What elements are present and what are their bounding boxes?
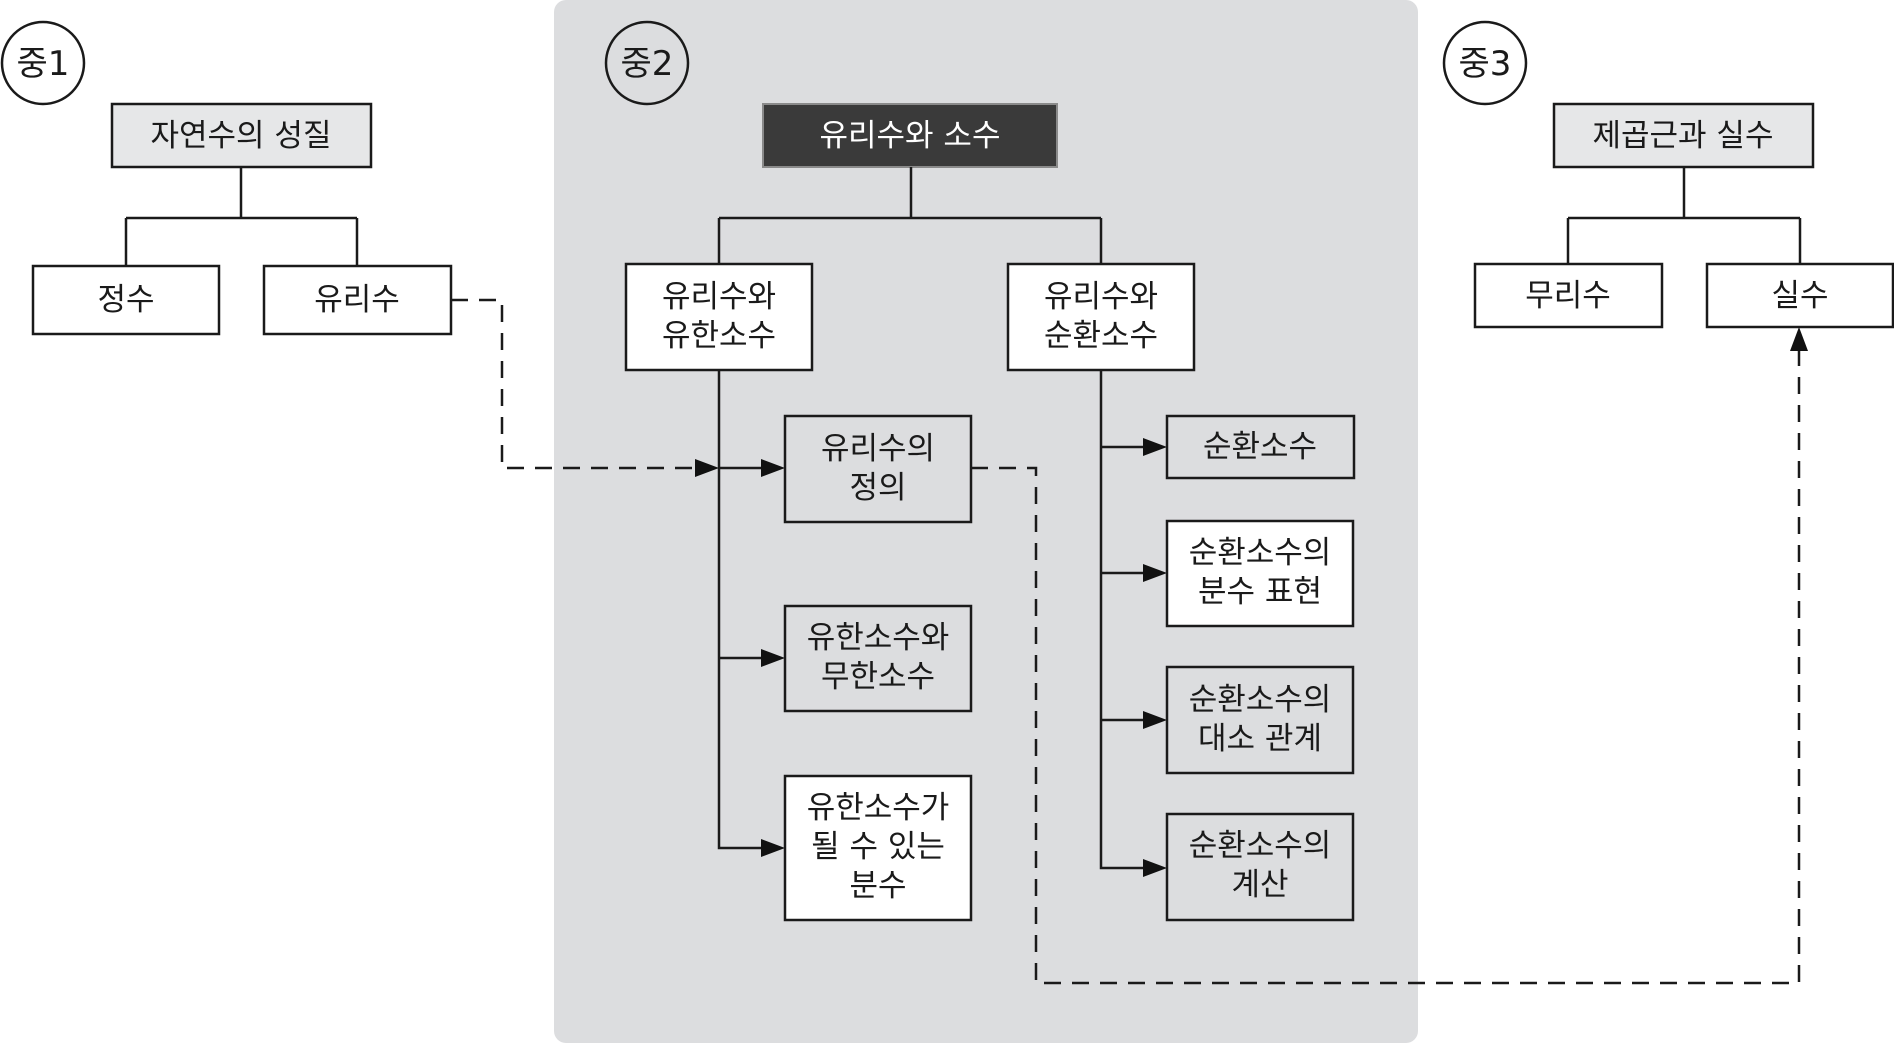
grade3-root-node: 제곱근과 실수 xyxy=(1552,102,1815,169)
grade1-root-node: 자연수의 성질 xyxy=(110,102,373,169)
grade3-badge-label: 중3 xyxy=(1459,44,1512,84)
grade2-branch-node: 유리수와 순환소수 xyxy=(1006,262,1196,372)
grade1-section: 중1 자연수의 성질 정수 유리수 xyxy=(0,20,453,336)
topic-label: 유한소수가 xyxy=(807,790,950,826)
grade3-root-label: 제곱근과 실수 xyxy=(1593,118,1774,154)
grade1-badge: 중1 xyxy=(0,20,86,106)
grade3-child-node: 무리수 xyxy=(1473,262,1664,329)
grade2-topic-node: 유한소수가 될 수 있는 분수 xyxy=(783,774,973,922)
topic-label: 순환소수의 xyxy=(1189,682,1332,718)
grade2-section: 중2 유리수와 소수 유리수와 유한소수 유리수의 정의 유한소수와 무한소수 xyxy=(604,20,1356,922)
arrow-head xyxy=(761,839,785,857)
topic-label: 분수 xyxy=(849,868,906,904)
grade1-child-node: 유리수 xyxy=(262,264,453,336)
topic-label: 대소 관계 xyxy=(1198,721,1322,757)
grade3-child-node: 실수 xyxy=(1705,262,1894,329)
topic-label: 무한소수 xyxy=(821,659,935,695)
topic-label: 될 수 있는 xyxy=(811,829,945,865)
grade2-topic-node: 순환소수의 대소 관계 xyxy=(1165,665,1355,775)
topic-label: 유한소수와 xyxy=(807,620,950,656)
arrow-head xyxy=(1143,859,1167,877)
grade2-branch-b-spine xyxy=(1099,370,1157,870)
grade1-child-label: 유리수 xyxy=(314,282,400,318)
grade2-root-node: 유리수와 소수 xyxy=(762,103,1058,168)
dashed-link-definition-to-real xyxy=(971,340,1801,985)
grade2-topic-node: 유한소수와 무한소수 xyxy=(783,604,973,713)
grade2-topic-node: 순환소수의 계산 xyxy=(1165,812,1355,922)
grade2-badge: 중2 xyxy=(604,20,690,106)
grade2-branch-label: 유리수와 xyxy=(1044,279,1158,315)
topic-label: 순환소수의 xyxy=(1189,828,1332,864)
grade2-topic-node: 순환소수 xyxy=(1165,414,1356,480)
topic-label: 순환소수 xyxy=(1203,429,1317,465)
grade3-section: 중3 제곱근과 실수 무리수 실수 xyxy=(1442,20,1894,329)
grade3-child-label: 실수 xyxy=(1771,278,1828,314)
grade3-tree-connector xyxy=(1566,167,1802,264)
topic-label: 순환소수의 xyxy=(1189,535,1332,571)
topic-label: 정의 xyxy=(849,470,906,506)
grade2-topic-node: 순환소수의 분수 표현 xyxy=(1165,519,1355,628)
grade2-badge-label: 중2 xyxy=(621,44,674,84)
grade2-topic-node: 유리수의 정의 xyxy=(783,414,973,524)
grade2-branch-node: 유리수와 유한소수 xyxy=(624,262,814,372)
grade1-tree-connector xyxy=(124,167,359,266)
arrow-head xyxy=(695,459,719,477)
topic-label: 계산 xyxy=(1231,867,1288,903)
arrow-head xyxy=(1143,438,1167,456)
topic-label: 분수 표현 xyxy=(1198,574,1322,610)
grade2-branch-label: 순환소수 xyxy=(1044,318,1158,354)
grade2-tree-connector xyxy=(717,167,1103,264)
grade3-child-label: 무리수 xyxy=(1525,278,1611,314)
grade1-badge-label: 중1 xyxy=(17,44,70,84)
grade2-root-label: 유리수와 소수 xyxy=(820,118,1001,154)
grade2-branch-label: 유리수와 xyxy=(662,279,776,315)
arrow-head xyxy=(761,649,785,667)
grade1-root-label: 자연수의 성질 xyxy=(151,118,332,154)
arrow-head xyxy=(1790,327,1808,351)
grade1-child-node: 정수 xyxy=(31,264,221,336)
arrow-head xyxy=(1143,564,1167,582)
grade2-branch-label: 유한소수 xyxy=(662,318,776,354)
arrow-head xyxy=(1143,711,1167,729)
grade3-badge: 중3 xyxy=(1442,20,1528,106)
grade2-panel xyxy=(554,0,1418,1043)
dashed-link-rational-to-definition xyxy=(451,298,705,470)
grade1-child-label: 정수 xyxy=(97,282,154,318)
arrow-head xyxy=(761,459,785,477)
topic-label: 유리수의 xyxy=(821,431,935,467)
